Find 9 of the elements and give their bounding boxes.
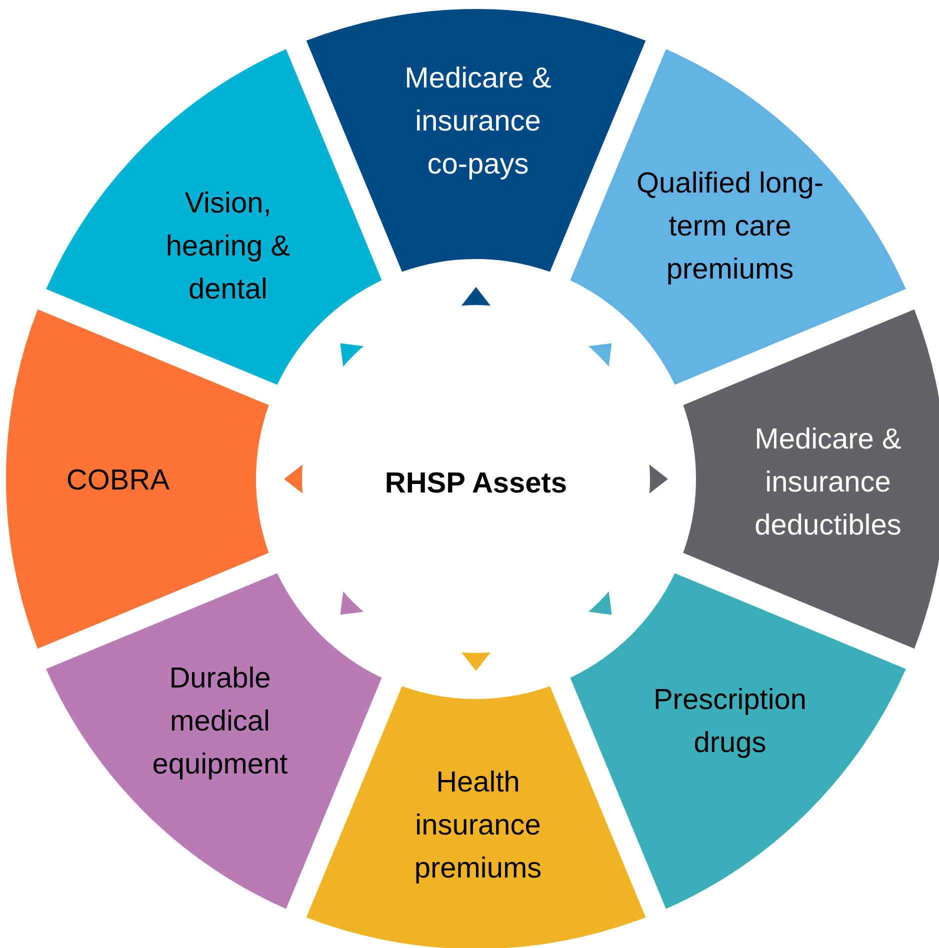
segment-label: Vision, hearing & dental [164, 186, 292, 308]
segment-label: COBRA [65, 464, 171, 498]
segment-label: Qualified long-term care premiums [636, 166, 824, 288]
segment-label: Medicare & insurance co-pays [404, 62, 552, 182]
segment-label: Prescription drugs [652, 683, 808, 761]
segment-label: Durable medical equipment [151, 662, 289, 782]
center-title: RHSP Assets [384, 466, 568, 502]
segment-label: Medicare & insurance deductibles [754, 422, 902, 544]
segment-label: Health insurance premiums [413, 766, 543, 886]
